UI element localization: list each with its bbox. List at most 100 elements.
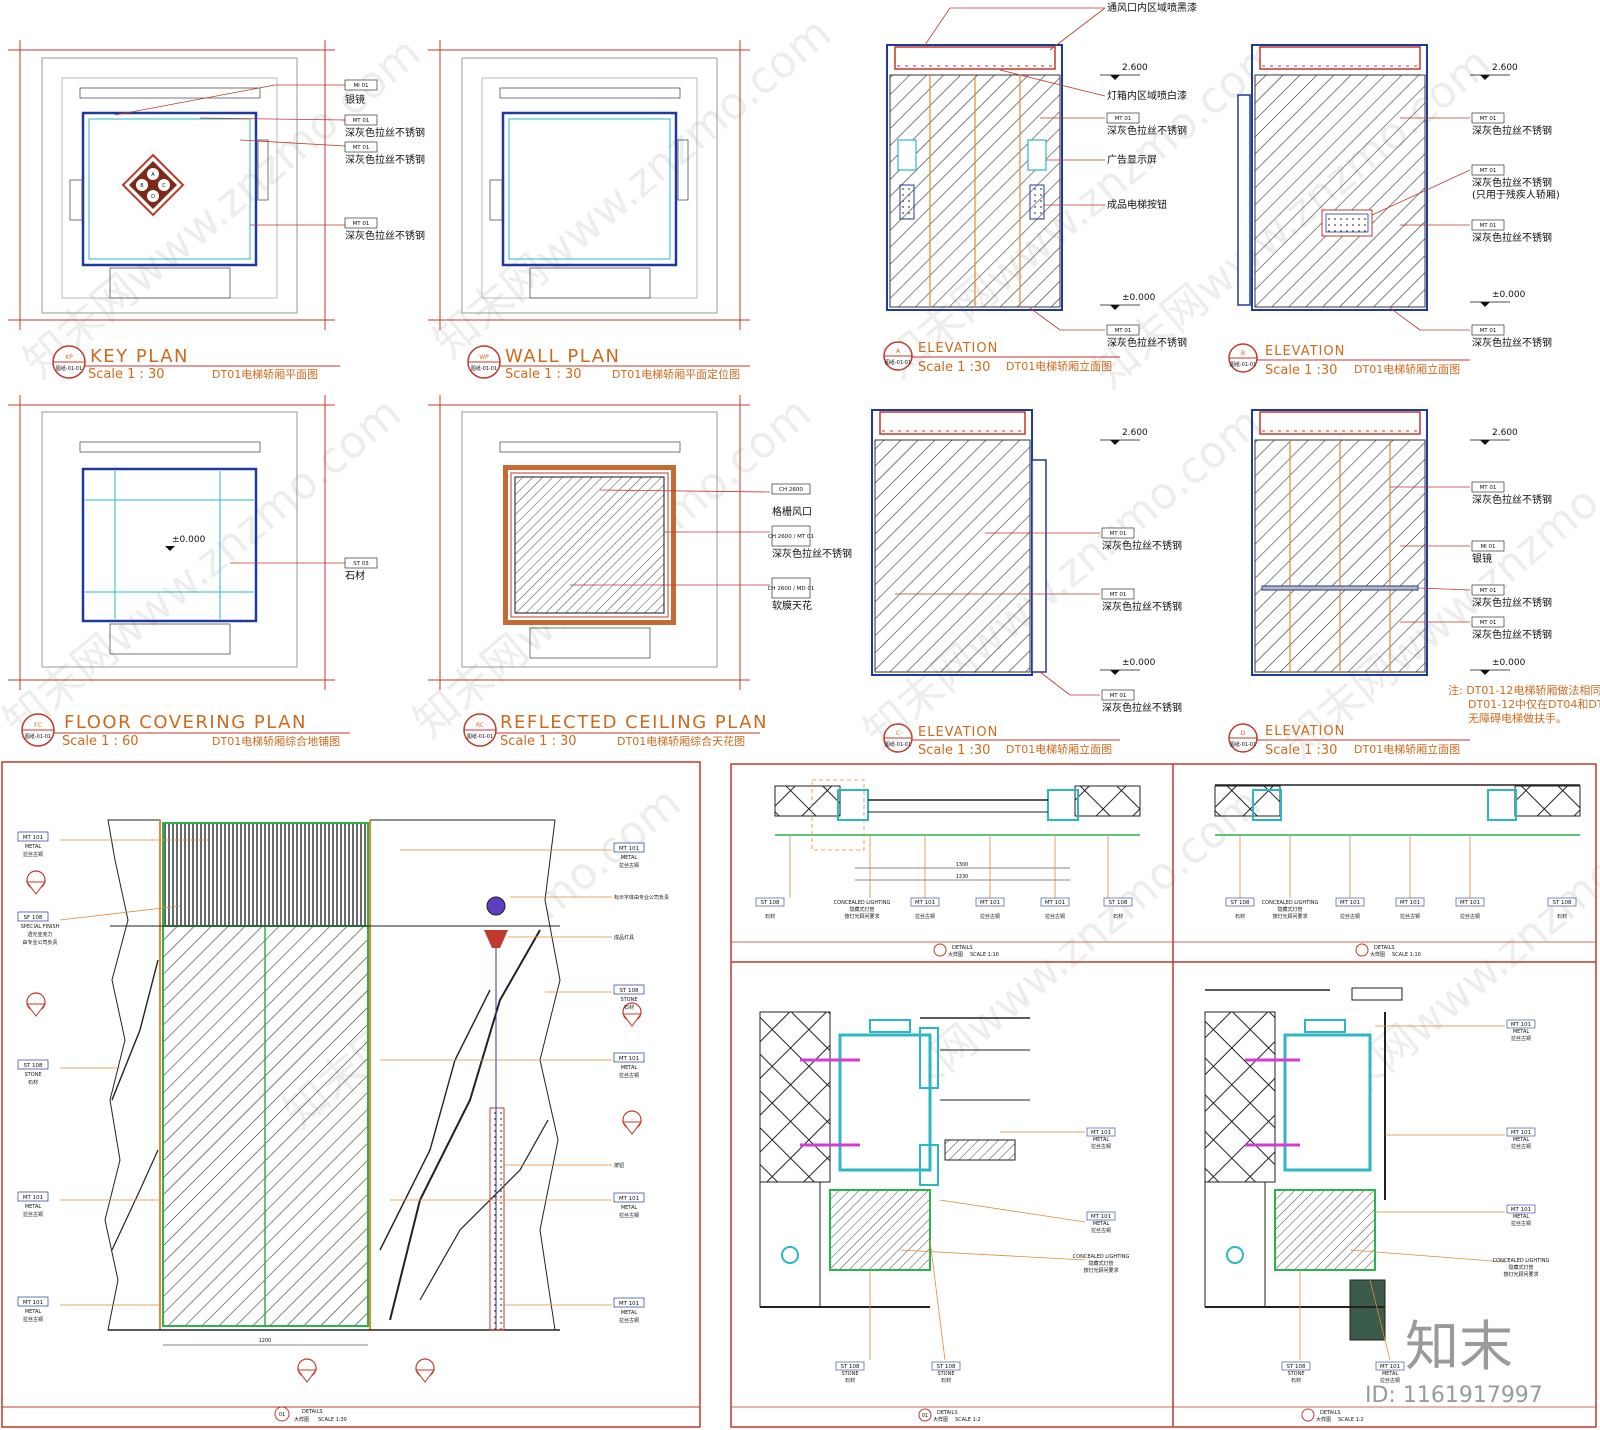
svg-text:C: C <box>896 730 900 737</box>
key-callout-3: MT 01 深灰色拉丝不锈钢 <box>344 141 425 166</box>
svg-text:深灰色拉丝不锈钢: 深灰色拉丝不锈钢 <box>1472 336 1552 349</box>
svg-text:METAL: METAL <box>621 1310 638 1316</box>
svg-text:拉丝古铜: 拉丝古铜 <box>980 913 1000 920</box>
svg-text:大样图: 大样图 <box>294 1416 309 1423</box>
svg-text:DT01电梯轿厢立面图: DT01电梯轿厢立面图 <box>1006 742 1112 756</box>
key-plan-title: KEY PLAN <box>90 346 189 367</box>
svg-text:深灰色拉丝不锈钢: 深灰色拉丝不锈钢 <box>345 229 425 242</box>
svg-text:Scale 1 : 30: Scale 1 : 30 <box>500 734 577 749</box>
svg-text:±0.000: ±0.000 <box>1492 658 1526 668</box>
svg-text:MT 01: MT 01 <box>353 221 370 227</box>
svg-text:01: 01 <box>279 1412 285 1418</box>
svg-text:SCALE 1:10: SCALE 1:10 <box>1392 952 1421 958</box>
svg-text:深灰色拉丝不锈钢: 深灰色拉丝不锈钢 <box>772 547 852 560</box>
svg-text:SCALE 1:2: SCALE 1:2 <box>1338 1417 1364 1423</box>
svg-text:拉丝古铜: 拉丝古铜 <box>1511 1143 1531 1150</box>
section-bubble <box>297 1358 317 1383</box>
section-bubble <box>415 1358 435 1383</box>
elev-b-callout-4: MT 01 深灰色拉丝不锈钢 <box>1471 324 1552 349</box>
svg-text:MT 101: MT 101 <box>1045 900 1065 906</box>
svg-text:SCALE 1:30: SCALE 1:30 <box>318 1417 347 1423</box>
svg-text:METAL: METAL <box>621 1065 638 1071</box>
detail-right-tag-1: MT 101 METAL 拉丝古铜 <box>613 842 645 869</box>
svg-text:Scale 1 :30: Scale 1 :30 <box>918 360 990 375</box>
svg-text:Scale 1 :30: Scale 1 :30 <box>1265 743 1337 758</box>
wall-plan: WP 图纸-01-01 WALL PLAN Scale 1 : 30 DT01电… <box>428 40 750 382</box>
svg-text:拉丝古铜: 拉丝古铜 <box>915 913 935 920</box>
svg-text:MT 101: MT 101 <box>1400 900 1420 906</box>
svg-text:METAL: METAL <box>25 1204 42 1210</box>
svg-text:透光亚克力: 透光亚克力 <box>27 931 52 938</box>
svg-text:METAL: METAL <box>1093 1137 1110 1143</box>
svg-text:MT 01: MT 01 <box>1480 168 1497 174</box>
svg-text:隐藏式灯管: 隐藏式灯管 <box>849 906 874 913</box>
section-bubble <box>622 1110 642 1135</box>
svg-text:MT 101: MT 101 <box>23 835 43 841</box>
svg-text:MT 101: MT 101 <box>1460 900 1480 906</box>
svg-text:METAL: METAL <box>1382 1371 1399 1377</box>
svg-text:ST 108: ST 108 <box>619 988 639 994</box>
svg-text:深灰色拉丝不锈钢: 深灰色拉丝不锈钢 <box>1107 124 1187 137</box>
svg-text:MT 01: MT 01 <box>1480 328 1497 334</box>
svg-text:拉丝古铜: 拉丝古铜 <box>1380 1377 1400 1384</box>
svg-text:WP: WP <box>479 354 489 361</box>
elev-c-callout-2: MT 01 深灰色拉丝不锈钢 <box>1101 588 1182 613</box>
svg-text:STONE: STONE <box>937 1371 954 1377</box>
svg-text:MT 101: MT 101 <box>619 1196 639 1202</box>
marker-a: A <box>151 172 155 178</box>
svg-text:MT 101: MT 101 <box>1091 1214 1111 1220</box>
svg-text:KP: KP <box>65 354 73 361</box>
svg-text:大样图: 大样图 <box>933 1416 948 1423</box>
svg-text:按灯光顾问要求: 按灯光顾问要求 <box>1272 913 1307 920</box>
svg-text:ST 108: ST 108 <box>936 1364 956 1370</box>
svg-text:MT 01: MT 01 <box>1480 588 1497 594</box>
svg-text:深灰色拉丝不锈钢: 深灰色拉丝不锈钢 <box>1472 231 1552 244</box>
svg-text:拉丝古铜: 拉丝古铜 <box>1045 913 1065 920</box>
svg-text:MT 101: MT 101 <box>23 1195 43 1201</box>
svg-text:DETAILS: DETAILS <box>952 945 973 951</box>
svg-text:1330: 1330 <box>956 874 969 880</box>
svg-text:MT 101: MT 101 <box>23 1300 43 1306</box>
key-callout-1: MI 01 银镜 <box>344 79 378 106</box>
svg-text:MT 101: MT 101 <box>1511 1130 1531 1136</box>
svg-text:石材: 石材 <box>1113 913 1123 920</box>
svg-text:MI 01: MI 01 <box>1480 544 1495 550</box>
svg-text:MT 01: MT 01 <box>353 145 370 151</box>
svg-text:ELEVATION: ELEVATION <box>918 725 998 740</box>
elev-b-callout-1: MT 01 深灰色拉丝不锈钢 <box>1471 112 1552 137</box>
svg-text:石材: 石材 <box>1557 913 1567 920</box>
svg-text:ST 03: ST 03 <box>353 561 369 567</box>
svg-text:按灯光顾问要求: 按灯光顾问要求 <box>1503 1271 1538 1278</box>
elevation-c: 2.600 ±0.000 MT 01 深灰色拉丝不锈钢 MT 01 深灰色拉丝不… <box>871 409 1182 758</box>
svg-text:图纸-01-01: 图纸-01-01 <box>885 741 911 748</box>
svg-text:MT 01: MT 01 <box>1115 116 1132 122</box>
svg-text:CONCEALED LIGHTING: CONCEALED LIGHTING <box>1493 1258 1550 1264</box>
svg-text:DETAILS: DETAILS <box>1374 945 1395 951</box>
marker-b: B <box>140 183 144 189</box>
svg-text:DETAILS: DETAILS <box>302 1409 323 1415</box>
svg-text:(只用于残疾人轿厢): (只用于残疾人轿厢) <box>1472 188 1560 201</box>
svg-text:拉丝古铜: 拉丝古铜 <box>1460 913 1480 920</box>
detail-big: 1200 MT 101 METAL 拉丝古铜 SF 108 SPECIAL FI… <box>1 761 701 1428</box>
svg-text:SF 108: SF 108 <box>24 915 43 921</box>
svg-text:MT 01: MT 01 <box>1480 223 1497 229</box>
svg-text:按灯光顾问要求: 按灯光顾问要求 <box>844 913 879 920</box>
detail-big-title: 01 DETAILS 大样图 SCALE 1:30 <box>274 1406 347 1423</box>
elev-c-callout-1: MT 01 深灰色拉丝不锈钢 <box>1101 527 1182 552</box>
detail-grid: 1300 1330 ST 108 石材 CONCEALED LIGHTING 隐… <box>730 763 1597 1428</box>
elevation-c-title-block: C 图纸-01-01 ELEVATION Scale 1 :30 DT01电梯轿… <box>883 723 1120 758</box>
svg-text:CONCEALED LIGHTING: CONCEALED LIGHTING <box>834 900 891 906</box>
svg-text:MT 01: MT 01 <box>1115 328 1132 334</box>
svg-text:MT 01: MT 01 <box>1110 592 1127 598</box>
svg-text:DT01电梯轿厢立面图: DT01电梯轿厢立面图 <box>1354 362 1460 376</box>
svg-text:RC: RC <box>476 722 484 729</box>
svg-text:METAL: METAL <box>1513 1214 1530 1220</box>
svg-text:ELEVATION: ELEVATION <box>918 341 998 356</box>
marker-d: D <box>151 194 155 200</box>
svg-text:深灰色拉丝不锈钢: 深灰色拉丝不锈钢 <box>1472 176 1552 189</box>
svg-text:STONE: STONE <box>841 1371 858 1377</box>
level-bottom-a: ±0.000 <box>1122 293 1156 303</box>
svg-text:METAL: METAL <box>1093 1221 1110 1227</box>
svg-text:DT01电梯轿厢立面图: DT01电梯轿厢立面图 <box>1354 742 1460 756</box>
svg-text:CH 2600: CH 2600 <box>779 487 803 493</box>
